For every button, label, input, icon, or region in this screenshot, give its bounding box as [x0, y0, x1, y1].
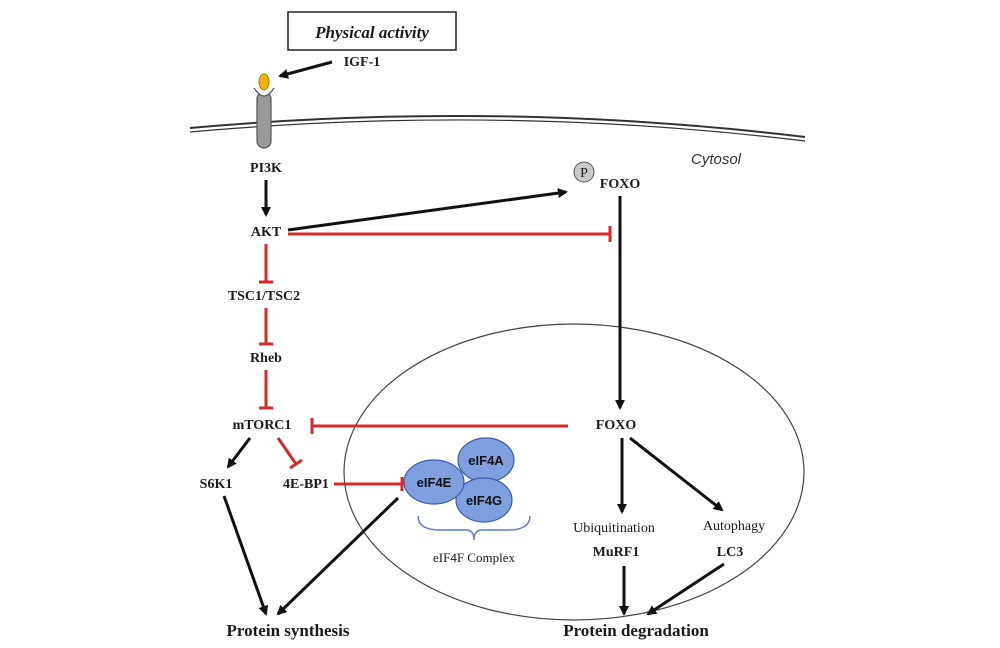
igf1-label: IGF-1 — [344, 55, 381, 70]
receptor — [256, 91, 272, 149]
mtorc1-4ebp1-inhibition-bar — [289, 458, 303, 470]
phosphate-label: P — [580, 166, 588, 181]
eif4e-circle — [403, 459, 465, 505]
eif4f-complex-brace — [417, 515, 531, 541]
4ebp1-label: 4E-BP1 — [283, 477, 329, 492]
cytosol-label: Cytosol — [691, 151, 742, 168]
nucleus — [343, 323, 805, 621]
rheb-label: Rheb — [250, 351, 282, 366]
eif4e-to-protein-synthesis-arrow — [276, 496, 400, 616]
ubiquitination-label: Ubiquitination — [573, 521, 655, 536]
foxo-nucleus-label: FOXO — [596, 418, 637, 433]
s6k1-label: S6K1 — [200, 477, 233, 492]
igf1-ligand-icon — [258, 73, 270, 91]
protein-synthesis-label: Protein synthesis — [227, 621, 350, 640]
protein-degradation-label: Protein degradation — [563, 621, 709, 640]
murf1-label: MuRF1 — [593, 545, 640, 560]
akt-to-pfoxo-arrow — [287, 188, 568, 232]
akt-label: AKT — [251, 225, 282, 240]
eif4g-circle — [455, 477, 513, 523]
eif4e-label: eIF4E — [417, 475, 452, 490]
mtorc1-label: mTORC1 — [233, 418, 292, 433]
physical-activity-label: Physical activity — [314, 23, 429, 42]
foxo-to-autophagy-arrow — [629, 436, 724, 512]
cell-membrane-inner — [189, 119, 806, 142]
physical-activity-box — [287, 11, 457, 51]
tsc-label: TSC1/TSC2 — [228, 289, 300, 304]
autophagy-label: Autophagy — [703, 519, 765, 534]
cell-membrane — [189, 114, 806, 138]
eif4f-complex-label: eIF4F Complex — [433, 550, 515, 565]
mtorc1-to-s6k1-arrow — [226, 437, 252, 469]
pi3k-label: PI3K — [250, 161, 282, 176]
mtorc1-4ebp1-inhibition — [276, 437, 298, 465]
phosphate-icon — [573, 161, 595, 183]
receptor-cup — [253, 87, 275, 97]
lc3-to-degradation-arrow — [646, 562, 725, 616]
s6k1-to-protein-synthesis-arrow — [222, 495, 269, 616]
foxo-cytosol-label: FOXO — [600, 177, 641, 192]
eif4g-label: eIF4G — [466, 493, 502, 508]
igf1-to-receptor-arrow — [278, 60, 333, 79]
lc3-label: LC3 — [717, 545, 743, 560]
eif4a-label: eIF4A — [468, 453, 504, 468]
